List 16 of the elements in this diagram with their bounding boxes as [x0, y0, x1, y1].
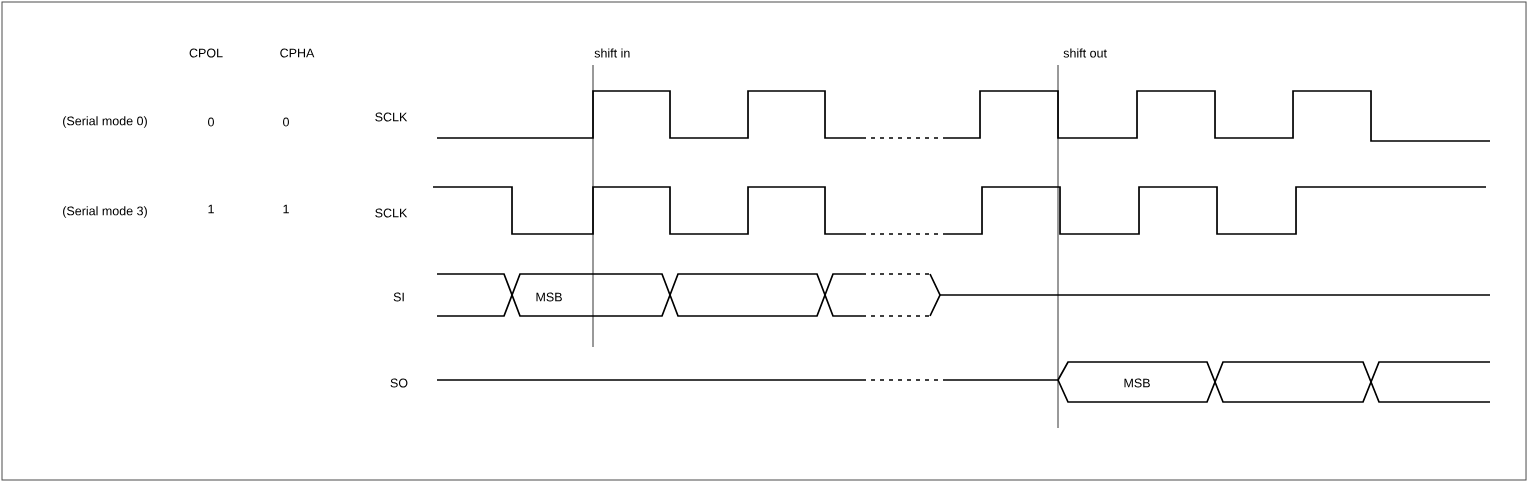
bit-value: 0 — [283, 117, 289, 127]
signal-name: SCLK — [375, 208, 408, 218]
bit-value: 1 — [208, 204, 214, 214]
signal-name: SI — [393, 292, 404, 302]
mode-label: (Serial mode 3) — [63, 206, 147, 218]
column-header: CPOL — [189, 48, 223, 58]
data-label: MSB — [536, 292, 562, 302]
bit-value: 0 — [208, 117, 214, 127]
column-header: CPHA — [280, 48, 315, 58]
signal-name: SO — [390, 378, 408, 388]
marker-label: shift out — [1063, 48, 1107, 58]
signal-name: SCLK — [375, 112, 408, 122]
data-label: MSB — [1124, 378, 1150, 388]
mode-label: (Serial mode 0) — [63, 116, 147, 128]
bit-value: 1 — [283, 204, 289, 214]
marker-label: shift in — [594, 48, 630, 58]
